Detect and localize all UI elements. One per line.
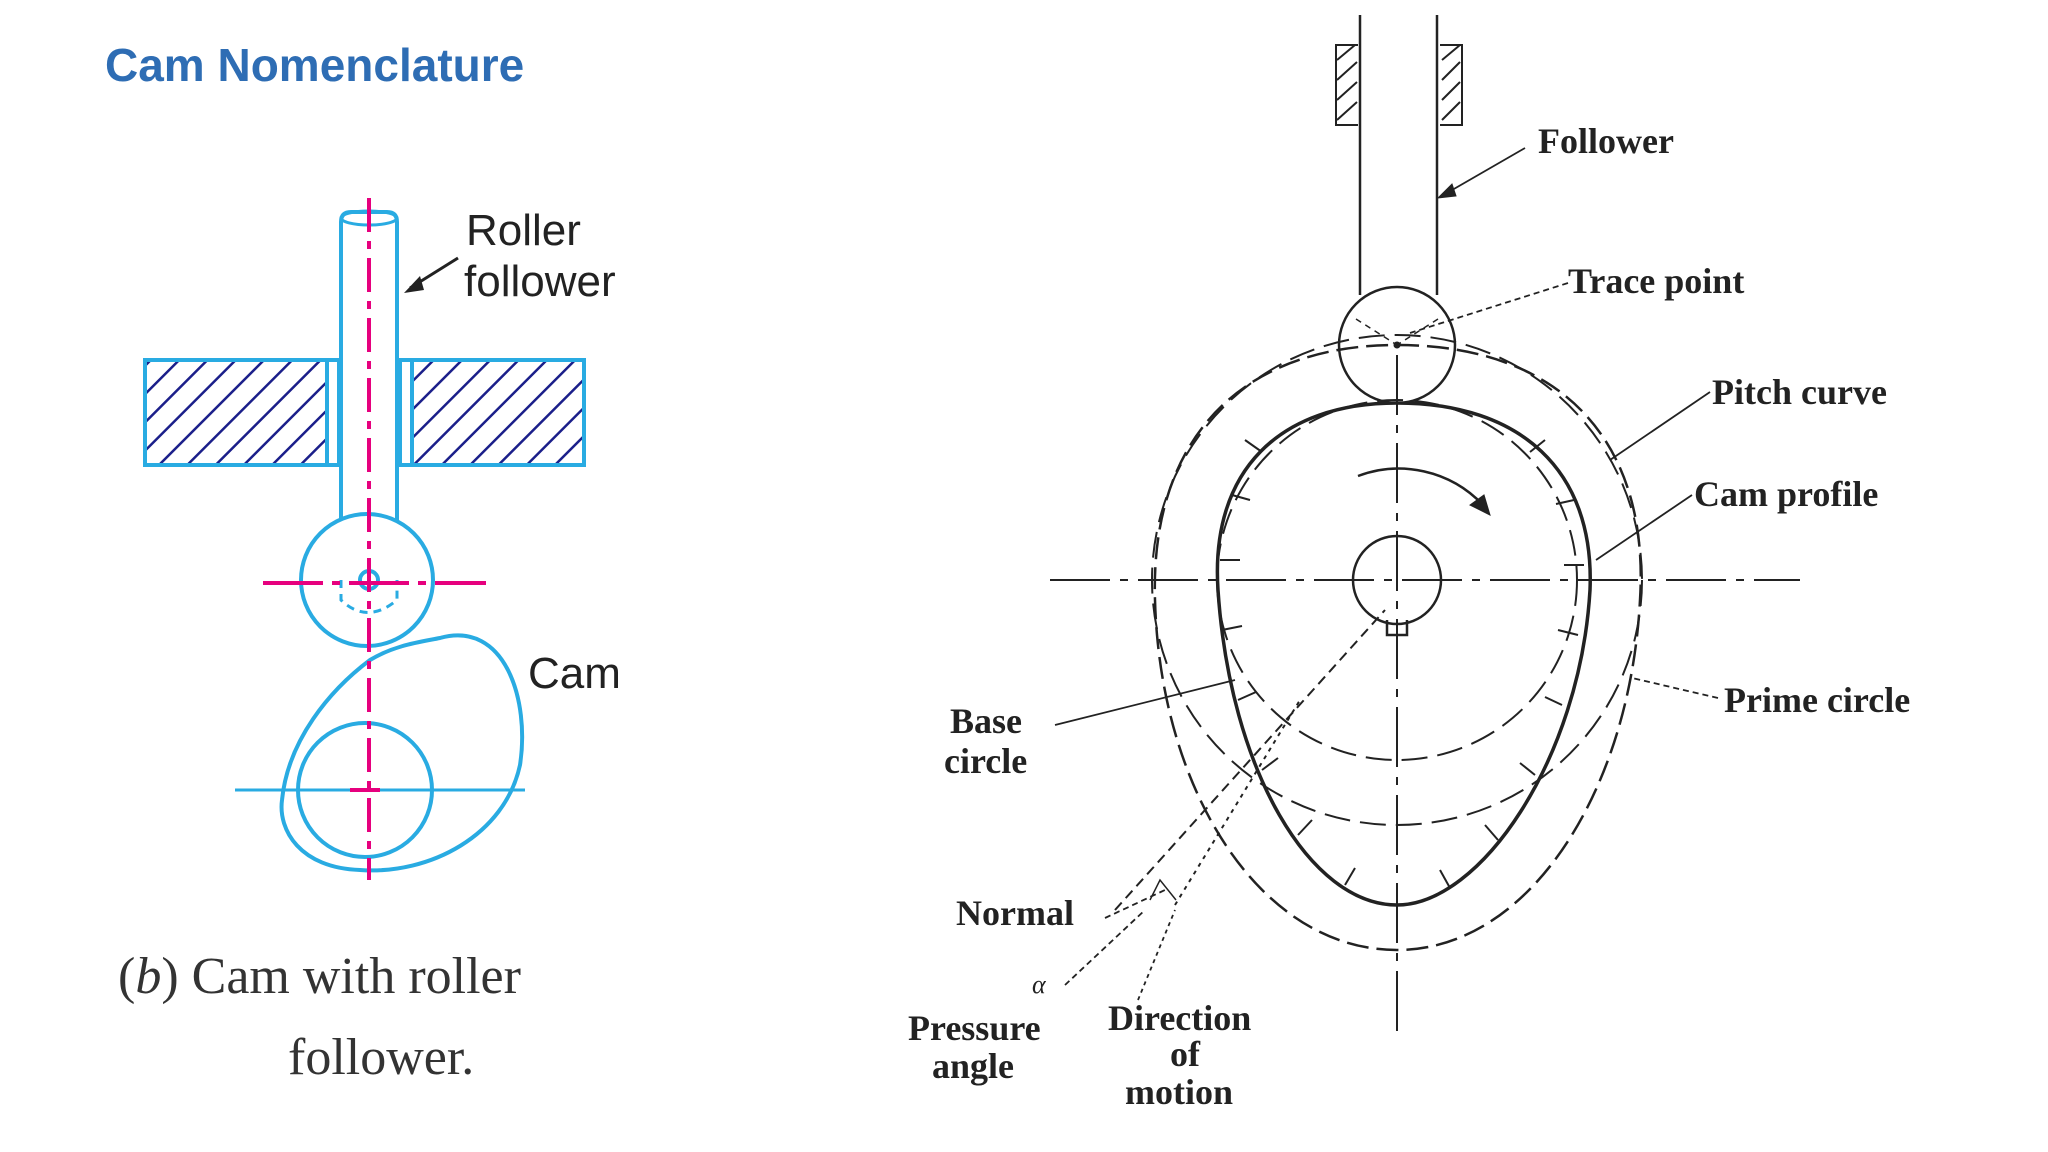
keyway	[1385, 620, 1409, 637]
label-direction-2: of	[1170, 1034, 1201, 1074]
label-direction-3: motion	[1125, 1072, 1233, 1112]
label-pitch-curve: Pitch curve	[1712, 372, 1887, 412]
label-base-circle-1: Base	[950, 701, 1022, 741]
cam-nomenclature-figure	[1050, 15, 1800, 1035]
label-pressure-angle-1: Pressure	[908, 1008, 1041, 1048]
guide-hatch-left	[1335, 44, 1358, 126]
slide-title: Cam Nomenclature	[105, 39, 525, 91]
cam-profile-ticks	[1220, 439, 1584, 889]
roller-follower-figure: Roller follower Cam (b) Cam with roller …	[118, 198, 621, 1086]
motion-direction-line	[1174, 699, 1301, 906]
label-pressure-angle-2: angle	[932, 1046, 1014, 1086]
cam-profile-curve	[1215, 401, 1592, 907]
label-alpha: α	[1032, 970, 1047, 999]
follower-arrowhead	[1436, 183, 1457, 199]
label-cam: Cam	[528, 649, 621, 698]
caption-line-1: (b) Cam with roller	[118, 948, 521, 1005]
leader-lines	[1054, 147, 1719, 1001]
cam-shaft	[1351, 534, 1443, 626]
caption-line-2: follower.	[288, 1029, 474, 1086]
rotation-arrowhead	[1469, 494, 1491, 516]
pitch-curve	[1153, 343, 1642, 952]
label-roller-follower-2: follower	[464, 257, 616, 306]
label-follower: Follower	[1538, 121, 1674, 161]
label-direction-1: Direction	[1108, 998, 1251, 1038]
normal-line	[1114, 609, 1386, 911]
roller-follower-arrowhead	[404, 276, 424, 293]
cam-profile	[279, 633, 525, 873]
label-trace-point: Trace point	[1568, 261, 1744, 301]
guide-block-right	[410, 358, 586, 467]
label-cam-profile: Cam profile	[1694, 474, 1878, 514]
bushing-right	[398, 358, 414, 467]
label-normal: Normal	[956, 893, 1074, 933]
bushing-left	[325, 358, 341, 467]
guide-block-left	[143, 358, 329, 467]
guide-hatch-right	[1440, 44, 1463, 126]
prime-circle	[1151, 334, 1643, 826]
label-roller-follower-1: Roller	[466, 206, 581, 255]
nomenclature-labels: Follower Trace point Pitch curve Cam pro…	[908, 121, 1910, 1112]
label-base-circle-2: circle	[944, 741, 1027, 781]
label-prime-circle: Prime circle	[1724, 680, 1910, 720]
rotation-arrow	[1357, 467, 1484, 506]
